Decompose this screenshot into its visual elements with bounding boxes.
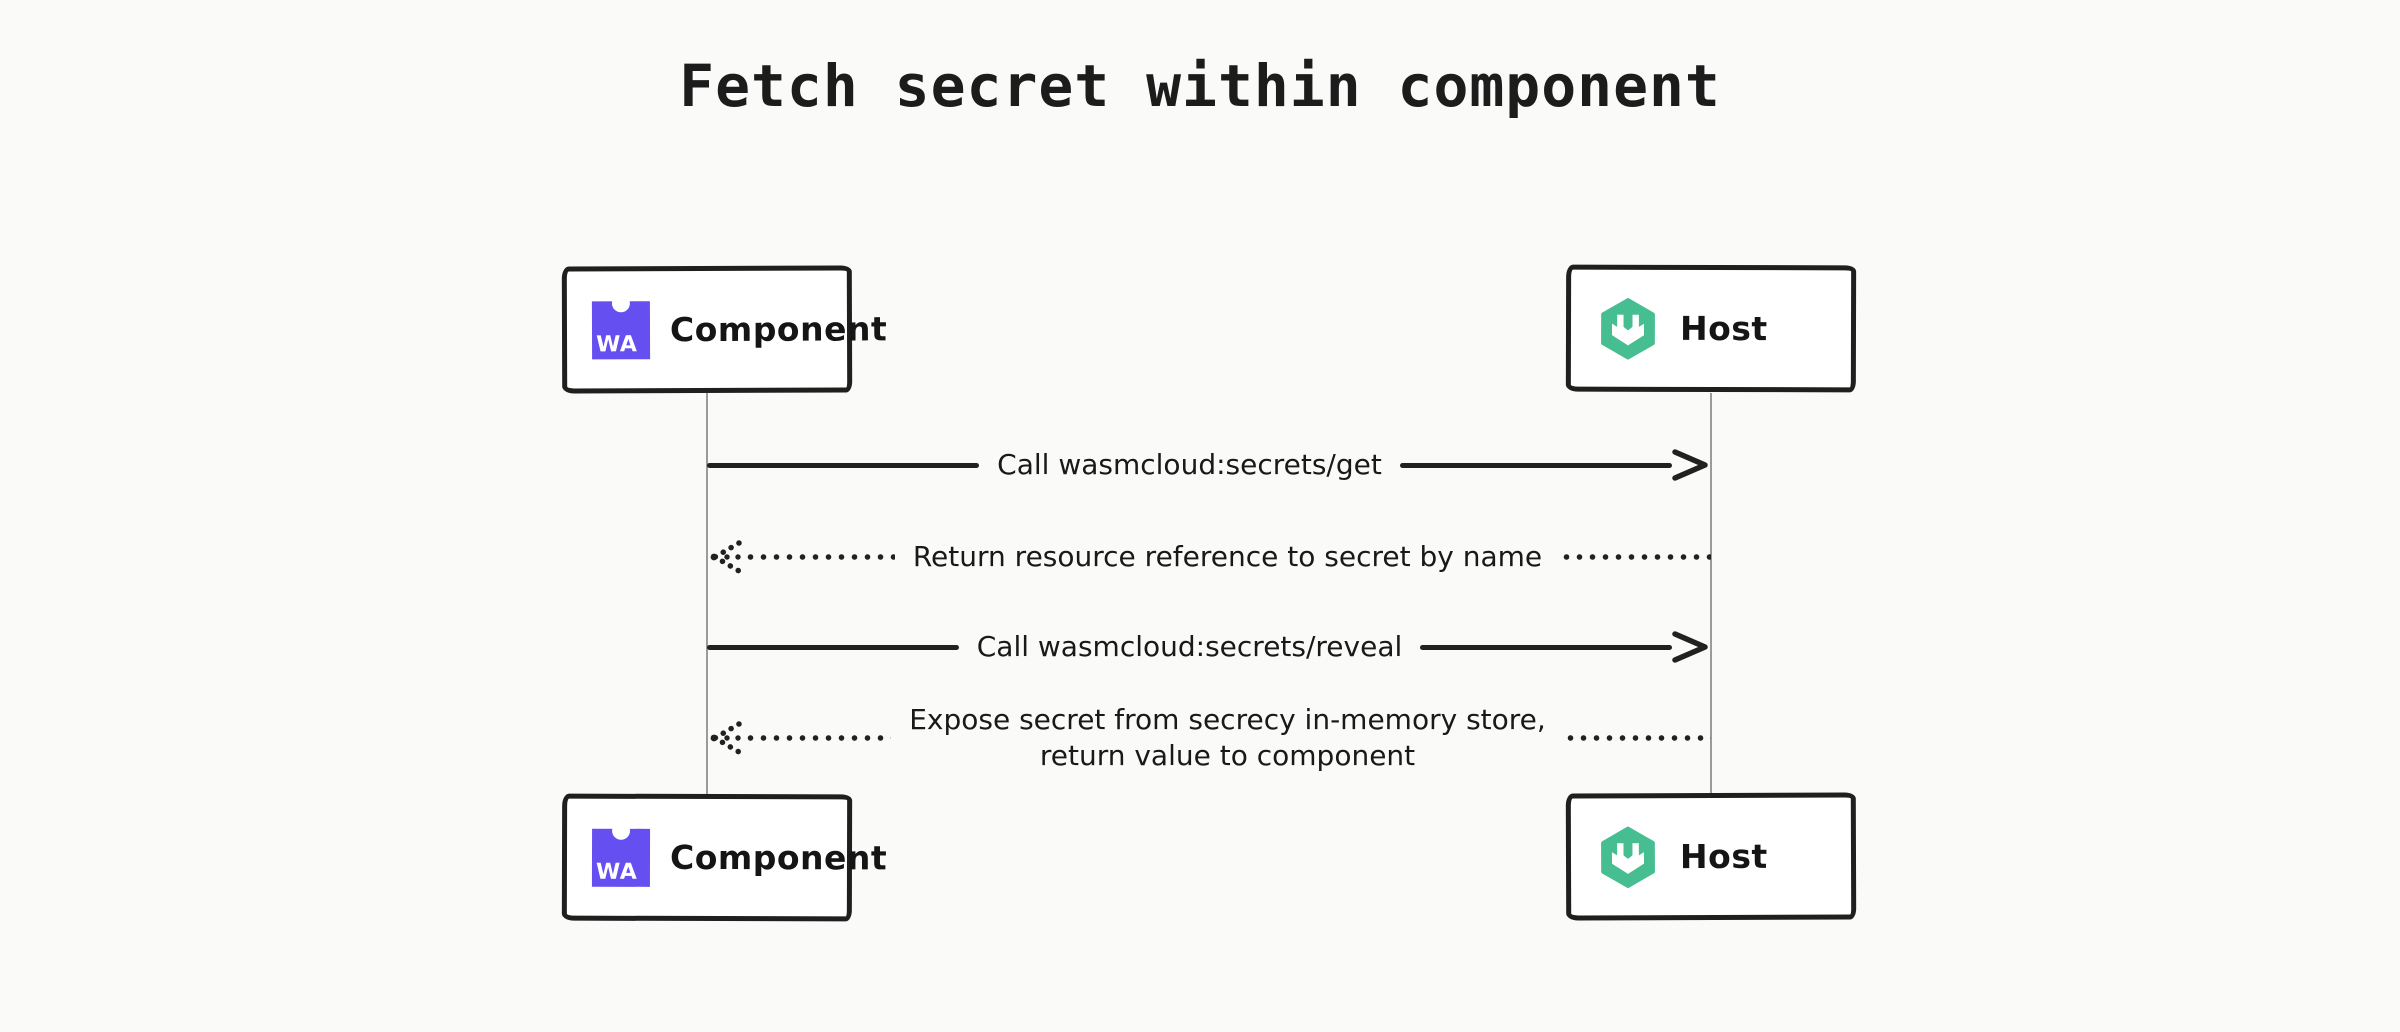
actor-component-label: Component xyxy=(669,837,888,878)
message-line-segment xyxy=(744,554,895,560)
wa-badge-notch xyxy=(611,293,630,312)
wasmcloud-host-icon xyxy=(1601,826,1655,888)
message-line-segment xyxy=(707,462,980,468)
actor-component-bottom: WA Component xyxy=(561,793,887,922)
message-expose-secret: Expose secret from secrecy in-memory sto… xyxy=(707,700,1711,776)
actor-component-label: Component xyxy=(669,309,888,350)
diagram-title: Fetch secret within component xyxy=(679,52,1721,120)
wa-badge-text: WA xyxy=(595,859,638,885)
message-line-segment xyxy=(744,735,892,741)
webassembly-component-icon: WA xyxy=(591,821,651,887)
actor-host-label: Host xyxy=(1679,308,1768,349)
arrowhead-left-dotted-icon xyxy=(710,721,742,755)
message-label: Call wasmcloud:secrets/get xyxy=(997,447,1382,481)
message-line-segment xyxy=(1563,735,1711,741)
message-label: Call wasmcloud:secrets/reveal xyxy=(976,629,1403,663)
message-line-segment xyxy=(707,644,959,650)
webassembly-component-icon: WA xyxy=(591,293,651,359)
message-line-segment xyxy=(1399,462,1673,468)
wasmcloud-host-icon xyxy=(1601,297,1655,360)
actor-host-bottom: Host xyxy=(1565,792,1857,921)
message-label: Expose secret from secrecy in-memory sto… xyxy=(909,702,1546,772)
actor-host-label: Host xyxy=(1679,836,1768,877)
message-label: Return resource reference to secret by n… xyxy=(912,539,1543,573)
wa-badge-notch xyxy=(612,821,631,840)
message-call-secrets-reveal: Call wasmcloud:secrets/reveal xyxy=(707,627,1711,667)
message-line-segment xyxy=(1420,644,1673,650)
component-lifeline xyxy=(706,393,708,795)
actor-component-top: WA Component xyxy=(561,265,887,394)
wa-badge-text: WA xyxy=(596,331,638,357)
message-line-segment xyxy=(1560,554,1712,560)
message-call-secrets-get: Call wasmcloud:secrets/get xyxy=(707,445,1711,485)
host-lifeline xyxy=(1710,393,1712,795)
arrowhead-left-dotted-icon xyxy=(710,540,742,574)
arrowhead-right-icon xyxy=(1672,449,1708,481)
arrowhead-right-icon xyxy=(1672,631,1708,663)
actor-host-top: Host xyxy=(1565,264,1857,393)
message-return-resource-reference: Return resource reference to secret by n… xyxy=(707,537,1712,577)
